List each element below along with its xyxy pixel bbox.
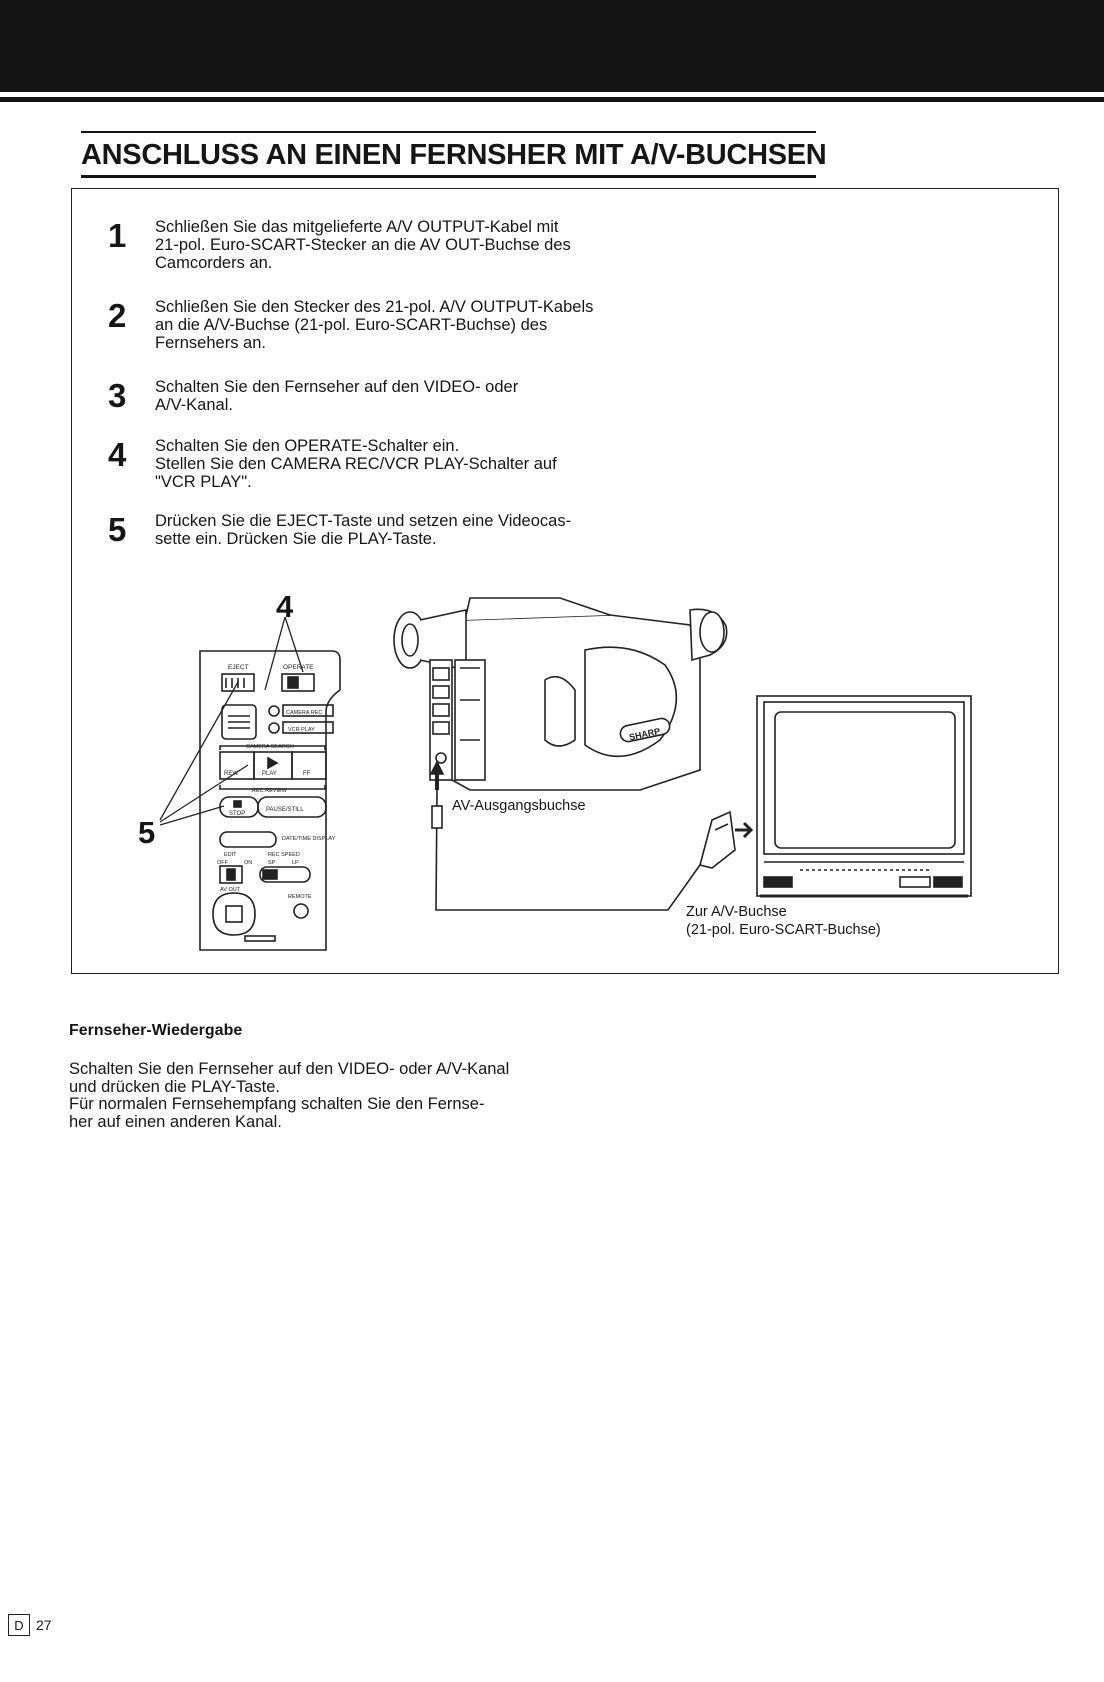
tv-screen bbox=[774, 711, 956, 849]
control-panel-illustration bbox=[199, 650, 341, 951]
step-number: 3 bbox=[108, 377, 127, 414]
header-rule bbox=[0, 97, 1104, 102]
callout-5: 5 bbox=[138, 815, 155, 850]
step-line: "VCR PLAY". bbox=[155, 473, 252, 491]
av-cable bbox=[429, 760, 754, 911]
label-camera-rec: CAMERA REC bbox=[286, 710, 322, 716]
step-line: Schließen Sie den Stecker des 21-pol. A/… bbox=[155, 298, 594, 316]
step-line: an die A/V-Buchse (21-pol. Euro-SCART-Bu… bbox=[155, 316, 548, 334]
tv-jack-label-2: (21-pol. Euro-SCART-Buchse) bbox=[686, 922, 881, 938]
step-line: Camcorders an. bbox=[155, 254, 273, 272]
body-line: Für normalen Fernsehempfang schalten Sie… bbox=[69, 1095, 485, 1113]
label-camera-search: CAMERA SEARCH bbox=[246, 744, 294, 750]
step-text: Schließen Sie das mitgelieferte A/V OUTP… bbox=[155, 218, 675, 272]
label-on: ON bbox=[244, 860, 252, 866]
page-footer: D 27 bbox=[8, 1614, 52, 1636]
av-out-label: AV-Ausgangsbuchse bbox=[452, 798, 586, 814]
title-rule-bottom bbox=[81, 175, 816, 178]
pause-still-button-shape bbox=[257, 796, 327, 818]
step-text: Schließen Sie den Stecker des 21-pol. A/… bbox=[155, 298, 675, 352]
rec-speed-switch-shape bbox=[259, 866, 311, 883]
step-line: A/V-Kanal. bbox=[155, 396, 233, 414]
label-eject: EJECT bbox=[228, 664, 249, 671]
label-stop: STOP bbox=[229, 811, 245, 817]
step-line: Schalten Sie den Fernseher auf den VIDEO… bbox=[155, 378, 519, 396]
callout-4: 4 bbox=[276, 589, 294, 624]
connection-diagram: EJECT OPERATE CAMERA REC VCR PLAY CAMERA… bbox=[138, 589, 972, 951]
step-number: 4 bbox=[108, 436, 127, 473]
step-text: Schalten Sie den OPERATE-Schalter ein. S… bbox=[155, 437, 675, 491]
av-out-jack-shape bbox=[212, 892, 256, 936]
step-line: sette ein. Drücken Sie die PLAY-Taste. bbox=[155, 530, 437, 548]
eject-button-shape bbox=[221, 673, 255, 692]
camcorder-viewfinder-housing bbox=[464, 597, 611, 621]
ff-button-shape bbox=[291, 751, 327, 780]
header-black-band bbox=[0, 0, 1104, 92]
label-play: PLAY bbox=[262, 771, 277, 777]
step-line: Fernsehers an. bbox=[155, 334, 266, 352]
label-vcr-play: VCR PLAY bbox=[288, 727, 315, 733]
label-operate: OPERATE bbox=[283, 664, 314, 671]
label-rew: REW bbox=[224, 771, 238, 777]
step-number: 1 bbox=[108, 217, 127, 254]
step-text: Schalten Sie den Fernseher auf den VIDEO… bbox=[155, 378, 675, 414]
label-date-time-display: DATE/TIME DISPLAY bbox=[282, 836, 336, 842]
step-line: Schalten Sie den OPERATE-Schalter ein. bbox=[155, 437, 460, 455]
tv-jack-label-1: Zur A/V-Buchse bbox=[686, 904, 787, 920]
camera-rec-lamp bbox=[268, 705, 280, 717]
tv-illustration bbox=[756, 695, 972, 898]
page-title: ANSCHLUSS AN EINEN FERNSHER MIT A/V-BUCH… bbox=[81, 139, 827, 171]
body-line: und drücken die PLAY-Taste. bbox=[69, 1077, 280, 1096]
language-badge: D bbox=[8, 1614, 30, 1636]
label-sp: SP bbox=[268, 860, 276, 866]
step-line: Schließen Sie das mitgelieferte A/V OUTP… bbox=[155, 218, 559, 236]
camcorder-illustration: SHARP bbox=[393, 597, 728, 791]
label-rec-review: REC REVIEW bbox=[252, 788, 288, 794]
page-number: 27 bbox=[36, 1617, 52, 1633]
body-line: her auf einen anderen Kanal. bbox=[69, 1112, 282, 1131]
instruction-frame bbox=[71, 188, 1059, 974]
body-line: Schalten Sie den Fernseher auf den VIDEO… bbox=[69, 1060, 510, 1078]
label-remote: REMOTE bbox=[288, 894, 312, 900]
label-rec-speed: REC SPEED bbox=[268, 852, 300, 858]
remote-sensor-shape bbox=[293, 903, 309, 919]
step-number: 5 bbox=[108, 511, 127, 548]
brand-badge bbox=[619, 717, 671, 743]
av-output-jack bbox=[435, 752, 447, 764]
section-heading: Fernseher-Wiedergabe bbox=[69, 1022, 243, 1039]
callout-leaders bbox=[159, 616, 304, 826]
label-av-out: AV OUT bbox=[220, 887, 241, 893]
control-panel-labels: EJECT OPERATE CAMERA REC VCR PLAY CAMERA… bbox=[217, 664, 336, 900]
step-number: 2 bbox=[108, 297, 127, 334]
camera-rec-vcr-play-switch bbox=[221, 704, 257, 740]
label-pause-still: PAUSE/STILL bbox=[266, 807, 304, 813]
label-off: OFF bbox=[217, 860, 229, 866]
vcr-play-lamp bbox=[268, 722, 280, 734]
step-line: 21-pol. Euro-SCART-Stecker an die AV OUT… bbox=[155, 236, 571, 254]
scart-plug bbox=[699, 810, 736, 869]
step-line: Stellen Sie den CAMERA REC/VCR PLAY-Scha… bbox=[155, 455, 557, 473]
edit-switch-shape bbox=[219, 865, 243, 884]
step-text: Drücken Sie die EJECT-Taste und setzen e… bbox=[155, 512, 675, 548]
label-lp: LP bbox=[292, 860, 299, 866]
label-edit: EDIT bbox=[224, 852, 237, 858]
step-line: Drücken Sie die EJECT-Taste und setzen e… bbox=[155, 512, 572, 530]
title-rule-top bbox=[81, 131, 816, 133]
date-time-display-button-shape bbox=[219, 831, 277, 848]
operate-switch-shape bbox=[281, 673, 315, 692]
section-body: Schalten Sie den Fernseher auf den VIDEO… bbox=[69, 1060, 569, 1131]
label-ff: FF bbox=[303, 771, 311, 777]
control-panel-outline bbox=[199, 650, 341, 951]
